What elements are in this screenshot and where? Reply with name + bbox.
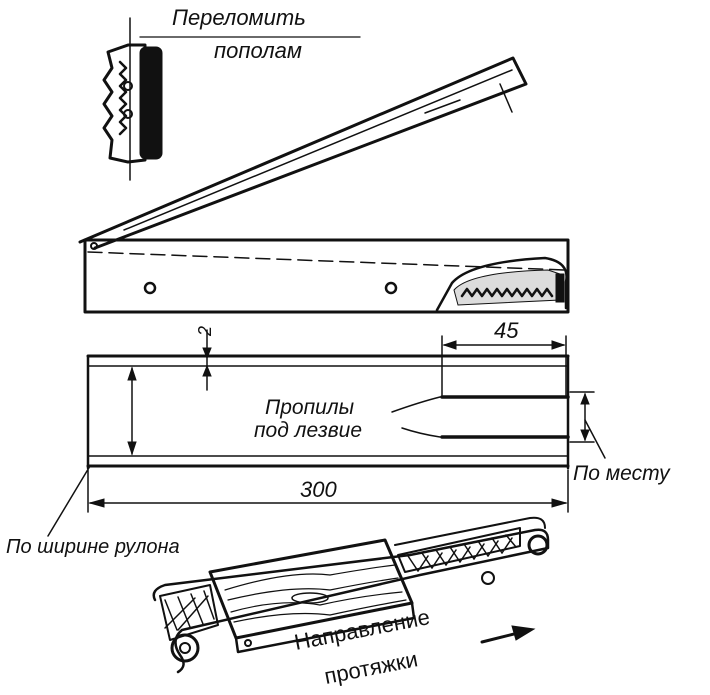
slot-length-value: 45	[494, 318, 519, 343]
roll-width-label: По ширине рулона	[6, 536, 180, 558]
length-value: 300	[300, 477, 337, 502]
roll-width-leader	[47, 465, 91, 537]
break-label-line2: пополам	[214, 38, 302, 63]
slots-label-line2: под лезвие	[254, 419, 362, 442]
cutter-body-side-view	[83, 238, 570, 314]
lever-arm	[78, 56, 528, 250]
slot-leaders	[391, 396, 441, 438]
cutter-body-top-view	[86, 354, 606, 470]
razor-blade	[102, 17, 163, 181]
length-dimension	[87, 469, 569, 513]
slots-label-line1: Пропилы	[265, 396, 355, 419]
direction-label-line2: протяжки	[322, 646, 420, 689]
gap-dimension-value: 2	[195, 326, 215, 337]
in-place-label: По месту	[573, 462, 671, 485]
tool-in-use-illustration	[152, 516, 550, 674]
break-label-line1: Переломить	[172, 5, 306, 30]
gap-dimension	[202, 329, 212, 391]
